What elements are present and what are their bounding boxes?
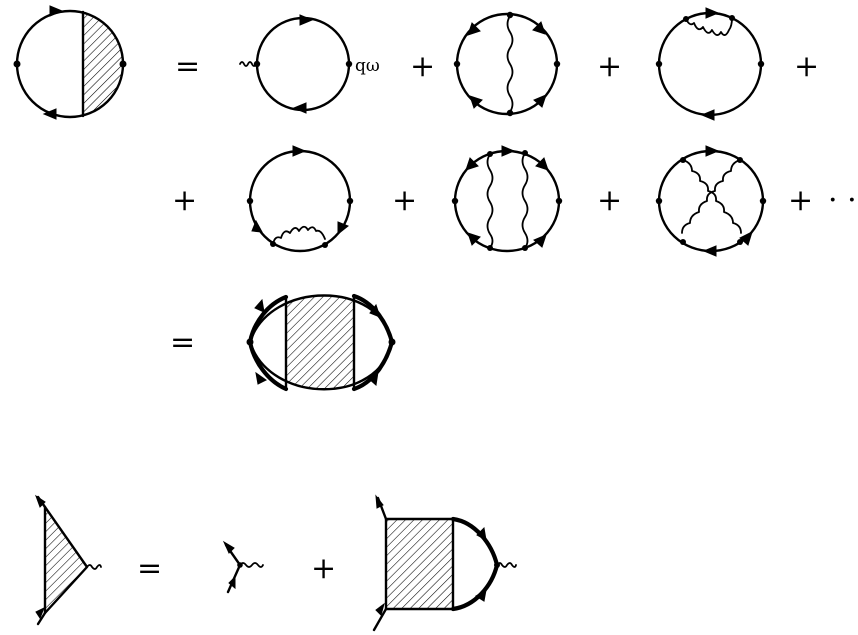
self-energy-lower-bubble-diagram [246, 145, 354, 253]
plus-sign-1: + [410, 49, 435, 84]
equals-sign-2: = [170, 325, 195, 360]
plus-sign-5: + [392, 183, 417, 218]
plus-sign-7: + [788, 183, 813, 218]
ladder-two-rung-bubble-diagram [451, 145, 563, 253]
plus-sign-3: + [794, 49, 819, 84]
equals-sign-1: = [175, 49, 200, 84]
bare-bubble-diagram: qω [239, 14, 380, 114]
plus-sign-8: + [311, 551, 336, 586]
self-energy-upper-bubble-diagram [655, 7, 765, 121]
dressed-vertex-lhs-diagram [35, 494, 102, 626]
equals-sign-3: = [137, 551, 162, 586]
ellipsis: · · [828, 183, 857, 218]
ladder-vertex-diagram [372, 494, 517, 632]
dressed-bubble-vertex-diagram [246, 293, 396, 392]
polarization-lhs-diagram [13, 5, 127, 120]
plus-sign-2: + [597, 49, 622, 84]
bare-vertex-diagram [222, 540, 264, 594]
plus-sign-6: + [597, 183, 622, 218]
crossed-ladder-bubble-diagram [655, 145, 767, 257]
plus-sign-4: + [172, 183, 197, 218]
vertex-correction-bubble-diagram [453, 11, 561, 117]
external-momentum-label: qω [355, 56, 380, 76]
